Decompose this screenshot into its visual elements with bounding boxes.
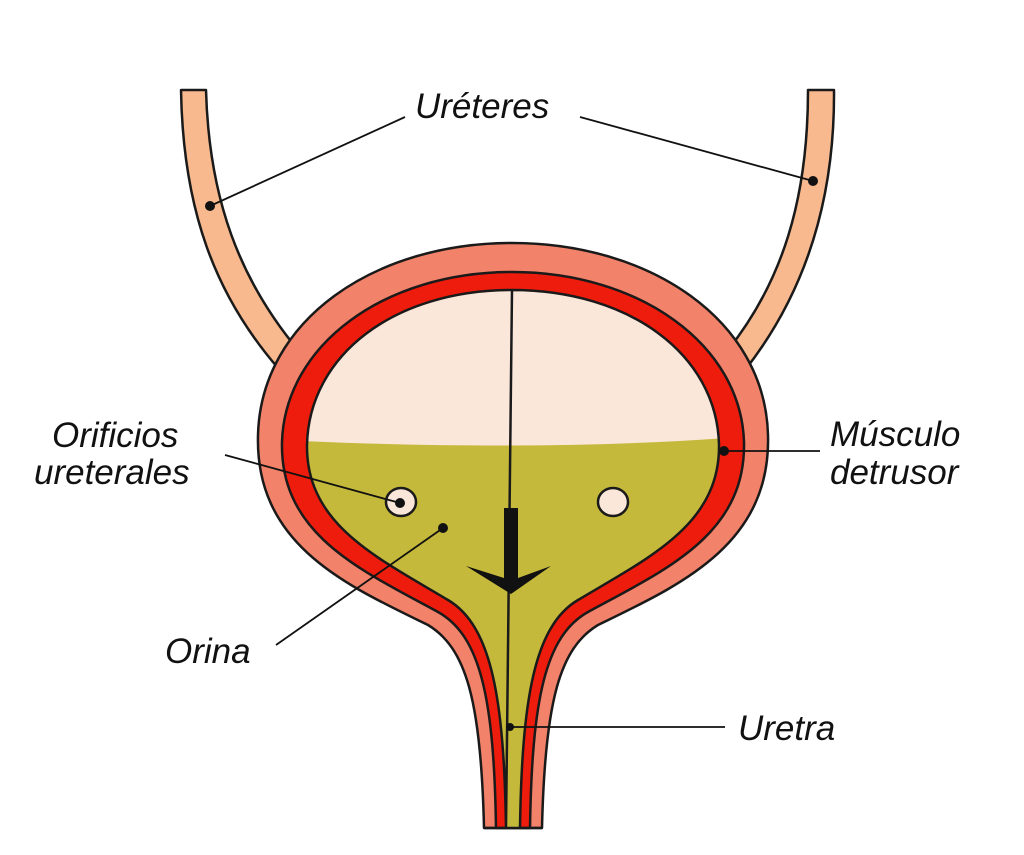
urine-fill [306, 436, 720, 828]
label-ureters: Uréteres [415, 87, 549, 126]
label-urine: Orina [165, 632, 251, 671]
leader-urine [275, 527, 444, 646]
leader-ureter-left [209, 116, 406, 207]
label-ureteral-orifices-line1: Orificios [52, 416, 178, 455]
leader-ureter-right [579, 116, 814, 182]
ureter-left [179, 88, 300, 370]
leader-ureteral-orifices [224, 454, 401, 504]
ureteral-orifice-right [596, 486, 630, 518]
label-detrusor-line2: detrusor [830, 453, 960, 492]
urine-flow-arrow-icon [466, 508, 551, 594]
label-ureteral-orifices-line2: ureterales [34, 453, 190, 492]
ureter-right [726, 88, 836, 372]
label-detrusor-line1: Músculo [830, 415, 960, 454]
label-urethra: Uretra [738, 709, 835, 748]
